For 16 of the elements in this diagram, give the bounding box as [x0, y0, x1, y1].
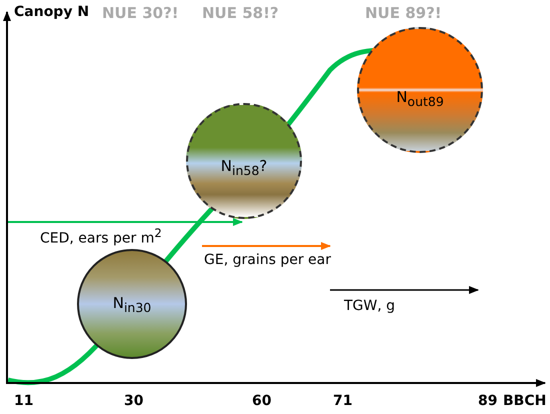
nue-label: NUE 89?!: [365, 4, 442, 22]
node-label: N$_{in30}$: [112, 294, 152, 314]
arrow-label: CED, ears per m$^{2}$: [40, 226, 162, 247]
tick-label: 30: [124, 393, 144, 409]
arrow-label: GE, grains per ear: [204, 252, 331, 268]
node-label: N$_{in58}$?: [220, 156, 268, 178]
nue-label: NUE 58!?: [202, 4, 279, 22]
tick-label: 11: [14, 393, 34, 409]
tick-label: 71: [333, 393, 352, 409]
axis-title: Canopy N: [14, 4, 90, 20]
node-label: N$_{out89}$: [396, 88, 444, 108]
axis-title: BBCH: [503, 393, 546, 409]
nue-label: NUE 30?!: [102, 4, 179, 22]
tick-label: 60: [252, 393, 272, 409]
arrow-label: TGW, g: [344, 298, 396, 314]
tick-label: 89: [478, 393, 498, 409]
